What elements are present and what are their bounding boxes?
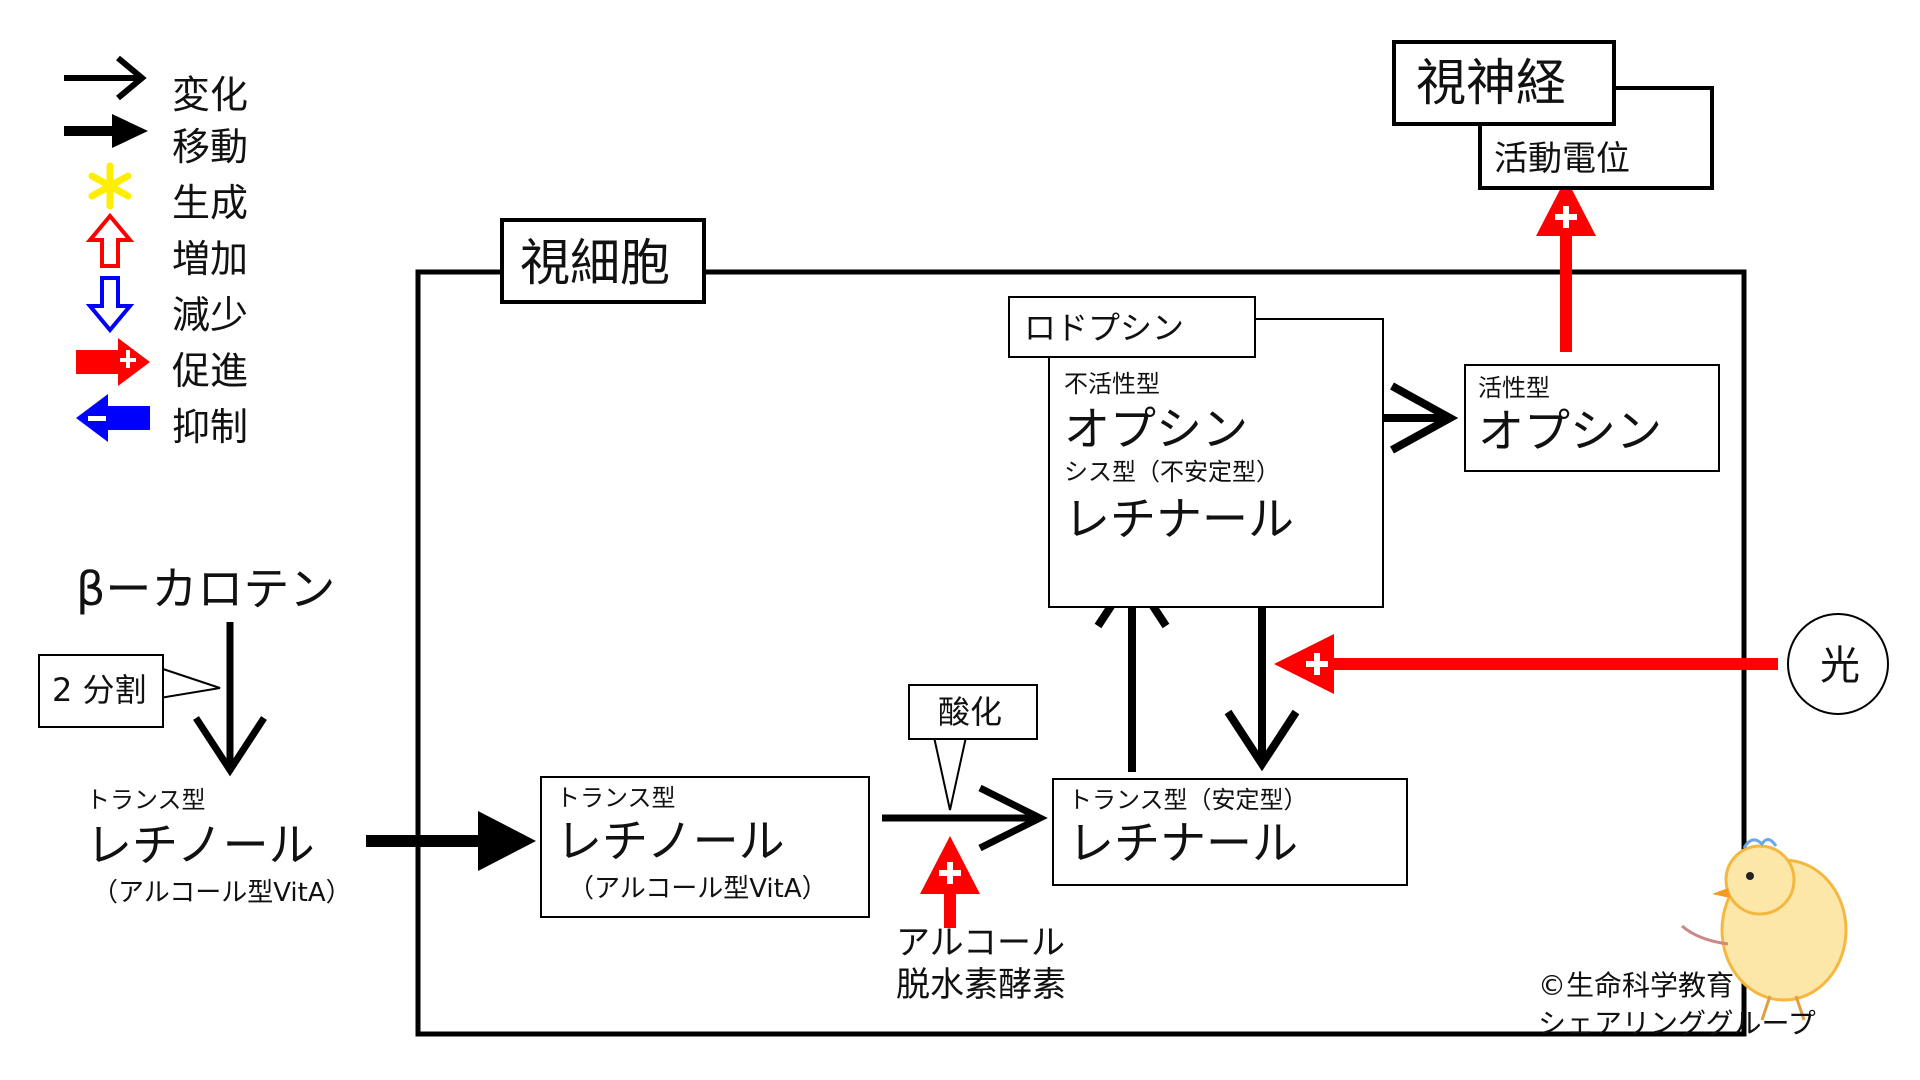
- active-opsin-box: 活性型 オプシン: [1464, 364, 1720, 472]
- oxidation-callout-pointer: [932, 736, 968, 811]
- trans-retinal-box: トランス型（安定型） レチナール: [1052, 778, 1408, 886]
- inner-retinol-note: （アルコール型VitA）: [568, 874, 828, 904]
- split-callout-label: 2 分割: [52, 671, 147, 709]
- inactive-type-label: 不活性型: [1064, 370, 1160, 398]
- split-callout-box: 2 分割: [38, 654, 164, 728]
- legend-item-inhibit: 抑制: [60, 388, 300, 449]
- photoreceptor-title: 視細胞: [520, 234, 670, 292]
- blue-down-arrow-icon: [85, 276, 135, 334]
- red-up-arrow-icon: [85, 212, 135, 268]
- light-circle: [1787, 613, 1889, 715]
- inactive-opsin-label: オプシン: [1064, 402, 1248, 456]
- active-opsin-label: オプシン: [1478, 404, 1662, 458]
- optic-nerve-box: 視神経: [1392, 40, 1616, 126]
- action-potential-label: 活動電位: [1494, 139, 1630, 179]
- photoreceptor-cell-frame: [415, 269, 1747, 1037]
- legend-label: 抑制: [172, 405, 249, 449]
- inner-retinol-box: トランス型 レチノール （アルコール型VitA）: [540, 776, 870, 918]
- split-callout-pointer: [159, 666, 221, 700]
- enzyme-line2: 脱水素酵素: [896, 965, 1066, 1005]
- legend-label: 促進: [172, 349, 249, 393]
- retinol-transport-arrow: [366, 811, 536, 871]
- trans-retinal-type-label: トランス型（安定型）: [1068, 786, 1308, 814]
- inner-retinol-type-label: トランス型: [556, 784, 676, 812]
- legend-label: 増加: [172, 237, 249, 281]
- outer-retinol-label: レチノール: [86, 818, 315, 872]
- oxidation-label: 酸化: [938, 693, 1003, 731]
- enzyme-line1: アルコール: [896, 923, 1065, 963]
- legend-label: 生成: [172, 181, 249, 225]
- outer-retinol-type-label: トランス型: [86, 786, 206, 814]
- cis-retinal-label: レチナール: [1064, 492, 1294, 546]
- beta-carotene-label: βーカロテン: [76, 562, 336, 616]
- blue-minus-arrow-icon: [76, 394, 150, 442]
- legend-item-move: 移動: [60, 108, 300, 169]
- active-type-label: 活性型: [1478, 374, 1550, 402]
- chick-illustration: [1681, 838, 1848, 1021]
- legend-item-promote: 促進: [60, 332, 300, 393]
- light-promote-arrow: [1274, 634, 1778, 694]
- legend-item-change: 変化: [60, 56, 300, 117]
- rhodopsin-label: ロドプシン: [1024, 309, 1185, 347]
- cis-type-label: シス型（不安定型）: [1064, 458, 1280, 486]
- light-label: 光: [1820, 643, 1860, 689]
- oxidation-arrow: [882, 784, 1048, 852]
- legend-item-decrease: 減少: [60, 276, 300, 337]
- red-plus-arrow-icon: [76, 338, 150, 386]
- photoreceptor-title-box: 視細胞: [500, 218, 706, 304]
- change-arrow-icon: [64, 55, 147, 101]
- legend-label: 移動: [172, 125, 249, 169]
- trans-retinal-label: レチナール: [1068, 816, 1298, 870]
- move-arrow-icon: [64, 114, 148, 148]
- inner-retinol-label: レチノール: [556, 814, 785, 868]
- carotene-to-retinol-arrow: [193, 622, 267, 777]
- enzyme-promote-arrow: [920, 836, 980, 928]
- action-potential-promote-arrow: [1536, 178, 1596, 352]
- legend-item-increase: 増加: [60, 220, 300, 281]
- outer-retinol-note: （アルコール型VitA）: [92, 878, 352, 908]
- credit-line2: シェアリンググループ: [1538, 1007, 1816, 1040]
- rhodopsin-label-box: ロドプシン: [1008, 296, 1256, 358]
- yellow-asterisk-icon: [88, 162, 132, 210]
- optic-nerve-title: 視神経: [1416, 54, 1566, 112]
- legend-item-generate: 生成: [60, 164, 300, 225]
- rhodopsin-box: 不活性型 オプシン シス型（不安定型） レチナール: [1048, 318, 1384, 608]
- legend-label: 変化: [172, 73, 249, 117]
- legend-label: 減少: [172, 293, 249, 337]
- oxidation-callout-box: 酸化: [908, 684, 1038, 740]
- credit-line1: ©生命科学教育: [1538, 969, 1735, 1002]
